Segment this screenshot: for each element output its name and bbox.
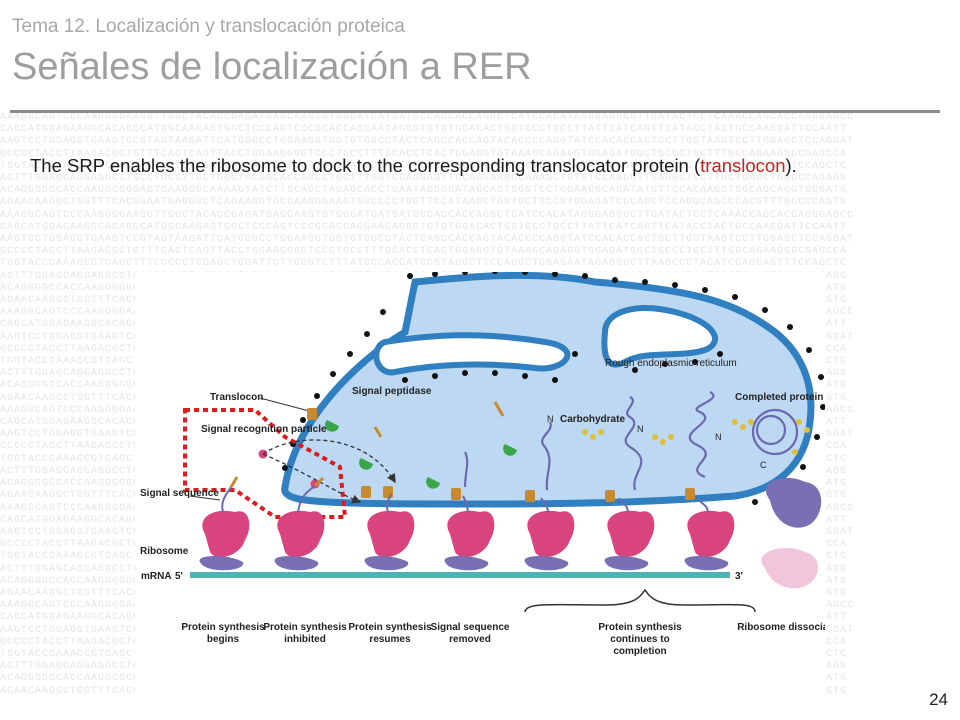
signal-sequence-segments xyxy=(229,476,325,488)
ribosome xyxy=(684,510,735,571)
body-text-start: The SRP enables the ribosome to dock to … xyxy=(30,155,701,176)
ribosome xyxy=(199,510,250,571)
slide-body-text: The SRP enables the ribosome to dock to … xyxy=(30,153,910,179)
ribosome xyxy=(444,510,495,571)
mrna-5-prime-label: 5' xyxy=(175,571,183,582)
dna-sequence-line: ACAGGGGCCACCAAGGGGGGAGTCAAGGGCAAAAGTATCT… xyxy=(0,185,848,197)
n-terminus-label-2: N xyxy=(637,424,644,434)
ribosome xyxy=(274,510,325,571)
dna-sequence-line: TGGTACCCAAAGCGTCAGCTTTCCCCCTCGAGCTGGATTC… xyxy=(0,160,848,172)
signal-peptidase-label: Signal peptidase xyxy=(352,386,432,397)
translocon-pointer xyxy=(259,397,314,413)
body-text-end: ). xyxy=(785,155,797,176)
srp-return-arrow xyxy=(262,439,396,484)
n-terminus-label-3: N xyxy=(715,432,722,442)
er-ribosome-dots xyxy=(282,272,825,505)
srp-highlight-box xyxy=(183,408,348,519)
ribosome-row xyxy=(199,510,735,571)
signal-peptide-fragments xyxy=(373,401,505,438)
stage-caption-dissociates: Ribosome dissociates xyxy=(737,622,825,633)
completed-protein-label: Completed protein xyxy=(735,392,823,403)
nascent-chains xyxy=(221,485,709,513)
title-divider xyxy=(10,110,940,113)
ribosome xyxy=(604,510,655,571)
dna-sequence-line: CAGCATGGAGAAGGCACAGGCATGGCAAGAGTGGCTCCCA… xyxy=(0,124,848,136)
ribosome xyxy=(364,510,415,571)
dna-sequence-line: AGAACAAGGCTGGTTTCACGGAATGAGGGCTCAGAAGGTG… xyxy=(0,197,848,209)
slide-subtitle: Tema 12. Localización y translocación pr… xyxy=(12,16,405,37)
dna-sequence-line: AAAGGCAGTCCCAAGGGGAAGGTTGGCTACACCGAGATGA… xyxy=(0,112,855,123)
translocon-highlight: translocon xyxy=(700,155,786,176)
dna-sequence-line: GCCCCTACCTTAAGACGCTGTTTCACTCAGTTACCTGGAA… xyxy=(0,148,848,160)
dna-sequence-line: CAGCATGGAGAAGGCACAGGCATGGCAAGAGTGGCTCCCA… xyxy=(0,221,848,233)
carbohydrate-chains xyxy=(582,419,810,455)
signal-sequence-label: Signal sequence xyxy=(140,488,219,499)
translocon-label: Translocon xyxy=(210,392,263,403)
dna-sequence-line: AAGTCCTGGAGGTGAAGTCCGTAGTAAGATTCATGGGCCT… xyxy=(0,234,855,246)
dna-sequence-line: TGGTACCCAAAGCGTCAGCTTTCCCCCTCGAGCTGGATTC… xyxy=(0,258,848,270)
ribosome xyxy=(524,510,575,571)
completion-brace xyxy=(524,588,756,613)
signal-peptidase-icons xyxy=(325,420,517,489)
er-membrane xyxy=(281,272,815,508)
dna-sequence-line: AAGTCCTGGAGGTGAAGTCCGTAGTAAGATTCATGGGCCT… xyxy=(0,136,855,148)
c-terminus-label: C xyxy=(760,460,767,470)
srp-label: Signal recognition particle xyxy=(201,424,327,435)
translocon-channels xyxy=(307,408,695,502)
ribosome-label: Ribosome xyxy=(140,546,189,557)
rough-er-label: Rough endoplasmic reticulum xyxy=(605,358,737,369)
mrna-strand xyxy=(190,572,730,578)
mrna-3-prime-label: 3' xyxy=(735,571,743,582)
page-number: 24 xyxy=(929,690,948,709)
dna-sequence-line: AAAGGCAGTCCCAAGGGGAAGGTTGGCTACACCGAGATGA… xyxy=(0,209,855,221)
dna-sequence-line: GCCCCTACCTTAAGACGCTGTTTCACTCAGTTACCTGGAA… xyxy=(0,246,848,258)
carbohydrate-label: Carbohydrate xyxy=(560,414,625,425)
mrna-label: mRNA xyxy=(141,571,172,582)
srp-path-arrow xyxy=(262,453,362,504)
dna-sequence-line: ACTTTGGAGCAGGAGGCCTGCCTGCCTTGCTGGCTACGGC… xyxy=(0,173,848,185)
slide-title: Señales de localización a RER xyxy=(12,46,532,88)
growing-polypeptides xyxy=(463,391,799,491)
dissociated-ribosome xyxy=(761,478,822,589)
signal-sequence-pointer xyxy=(189,495,221,501)
n-terminus-label-1: N xyxy=(547,414,554,424)
srp-translocation-figure: Rough endoplasmic reticulum Translocon S… xyxy=(135,272,825,702)
